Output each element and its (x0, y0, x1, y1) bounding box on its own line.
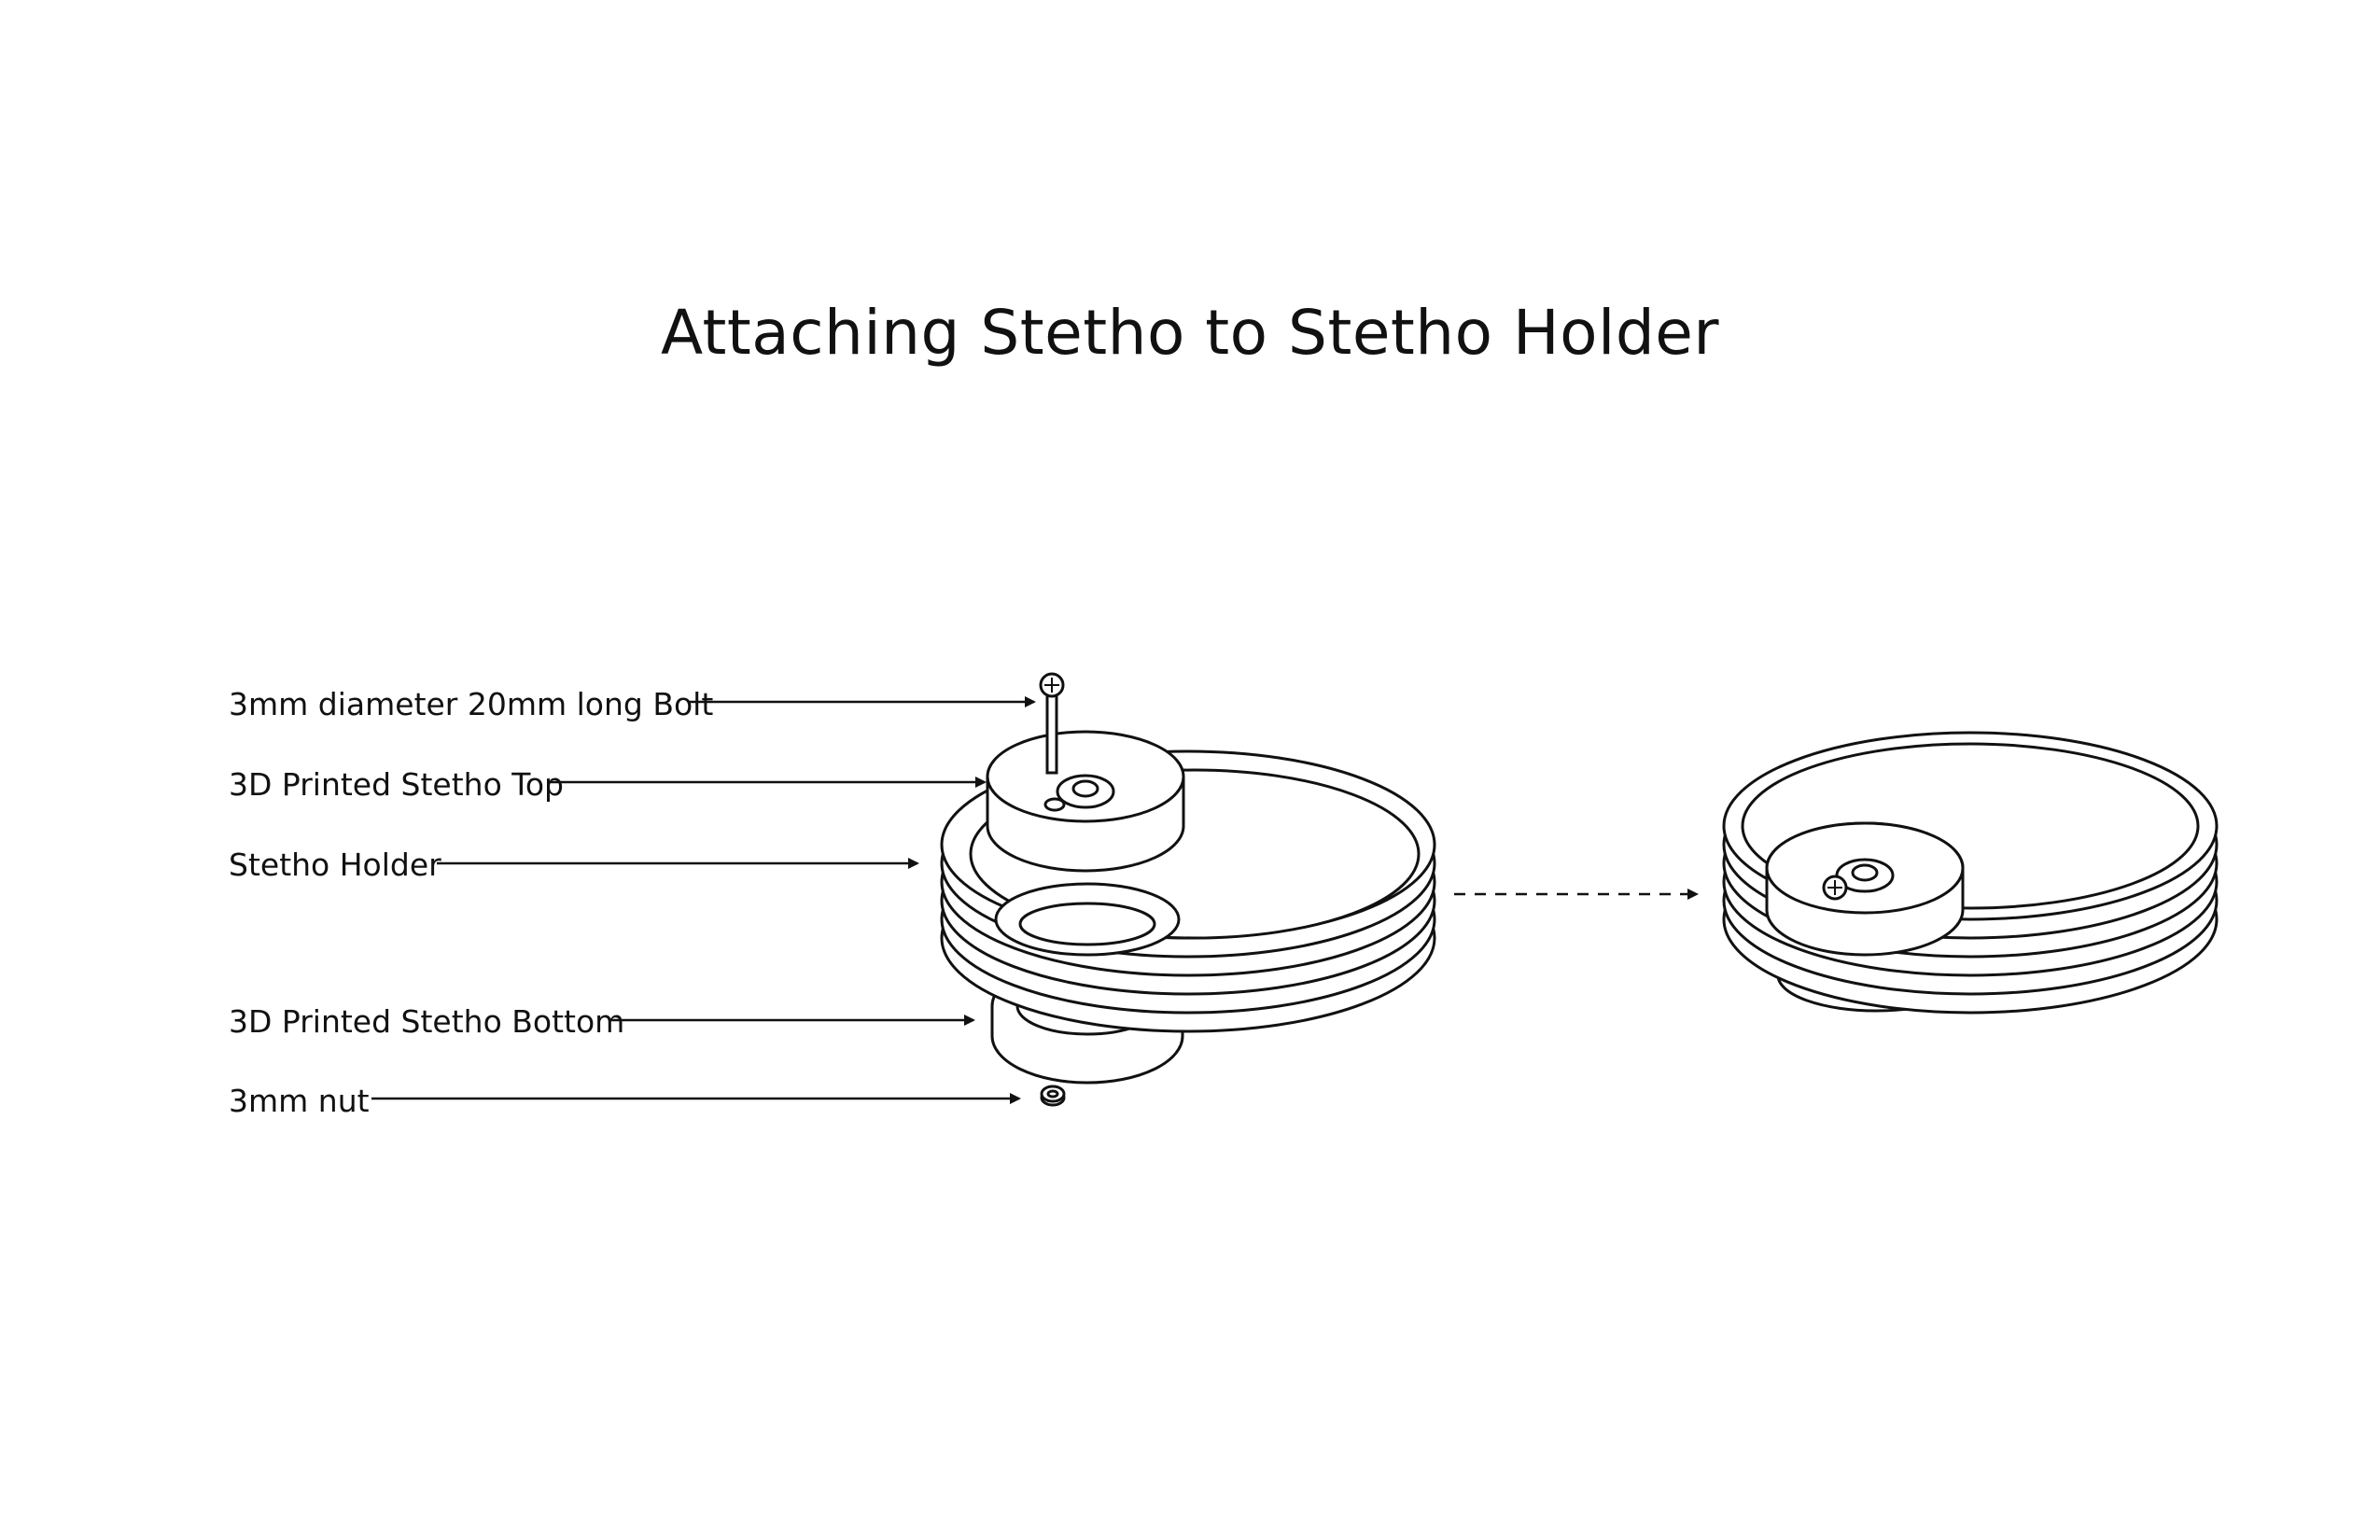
label-nut: 3mm nut (229, 1083, 370, 1119)
nut-part (1040, 1085, 1066, 1107)
label-bolt: 3mm diameter 20mm long Bolt (229, 686, 714, 722)
stetho-top-part (986, 730, 1185, 873)
leader-arrows (371, 696, 1036, 1104)
bolt-part (1039, 672, 1065, 775)
diagram-title: Attaching Stetho to Stetho Holder (661, 297, 1719, 369)
label-stetho-bottom: 3D Printed Stetho Bottom (229, 1003, 625, 1040)
assembled-view (1722, 731, 2219, 1015)
label-stetho-top: 3D Printed Stetho Top (229, 766, 564, 803)
label-stetho-holder: Stetho Holder (229, 847, 441, 883)
exploded-view (940, 672, 1436, 1107)
